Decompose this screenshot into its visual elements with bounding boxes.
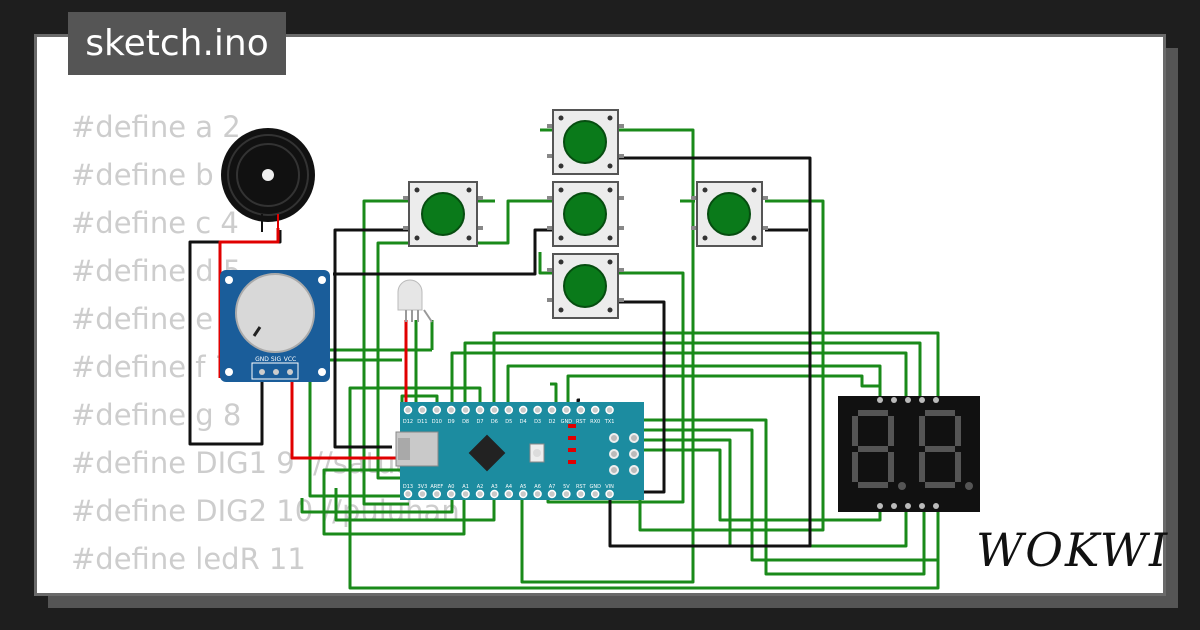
pot-pin-sig: SIG	[271, 356, 282, 363]
rgb-led-icon	[397, 279, 423, 311]
pin-hole[interactable]	[518, 405, 528, 415]
mcu-chip	[468, 434, 506, 472]
pin-label: D7	[476, 419, 483, 425]
seven-segment-display[interactable]	[838, 396, 980, 512]
rgb-led[interactable]	[397, 279, 433, 323]
pin-label: A0	[448, 484, 455, 490]
pin-label: VIN	[605, 484, 614, 490]
digit-2	[919, 410, 973, 490]
pushbutton-2[interactable]	[547, 109, 624, 175]
top-pin-row	[403, 405, 614, 415]
pin-hole[interactable]	[418, 489, 427, 499]
pin-hole[interactable]	[590, 489, 600, 499]
code-line: #define d 5	[71, 254, 242, 288]
pin-hole[interactable]	[461, 489, 470, 499]
pushbuttons	[403, 109, 768, 319]
pin-label: D11	[417, 419, 427, 425]
pin-label: D9	[448, 419, 455, 425]
pin-label: A5	[520, 484, 527, 490]
pushbutton-4[interactable]	[547, 253, 624, 319]
pin-hole[interactable]	[562, 405, 571, 415]
pin-hole[interactable]	[432, 489, 442, 499]
pin-label: RST	[576, 419, 587, 425]
pin-hole[interactable]	[533, 489, 542, 499]
potentiometer[interactable]: GND SIG VCC	[220, 270, 330, 382]
wokwi-logo: WOKWI	[976, 523, 1170, 577]
pin-hole[interactable]	[605, 405, 614, 415]
pin-label: A6	[534, 484, 541, 490]
code-line: #define g 8	[71, 398, 242, 432]
pin-hole[interactable]	[461, 405, 470, 415]
buzzer[interactable]	[221, 128, 315, 232]
pin-label: D5	[505, 419, 512, 425]
pin-hole[interactable]	[490, 405, 499, 415]
pin-label: D12	[403, 419, 413, 425]
pot-pin-vcc: VCC	[284, 356, 296, 363]
pin-label: TX1	[604, 419, 615, 425]
pushbutton-1[interactable]	[403, 181, 483, 247]
display-pins	[877, 397, 939, 509]
pin-hole[interactable]	[475, 405, 485, 415]
sketch-title: sketch.ino	[68, 12, 286, 75]
bottom-pin-row	[403, 489, 614, 499]
pin-hole[interactable]	[504, 489, 514, 499]
pin-hole[interactable]	[605, 489, 614, 499]
code-line: #define b 3	[71, 158, 242, 192]
pin-hole[interactable]	[533, 405, 542, 415]
code-line: #define a 2	[71, 110, 241, 144]
pin-hole[interactable]	[418, 405, 427, 415]
code-line: #define c 4	[71, 206, 239, 240]
pin-label: D8	[462, 419, 469, 425]
pin-label: D13	[403, 484, 413, 490]
pin-label: A2	[477, 484, 484, 490]
pin-label: A4	[505, 484, 512, 490]
pin-hole[interactable]	[446, 489, 456, 499]
pin-hole[interactable]	[576, 489, 586, 499]
pin-label: D10	[432, 419, 442, 425]
pin-label: D2	[548, 419, 555, 425]
pot-pin-gnd: GND	[255, 356, 269, 363]
pin-label: 3V3	[418, 484, 428, 490]
pin-hole[interactable]	[475, 489, 485, 499]
pin-label: A7	[549, 484, 556, 490]
pin-label: 5V	[563, 484, 570, 490]
pin-label: D4	[520, 419, 527, 425]
pin-label: D3	[534, 419, 541, 425]
pin-hole[interactable]	[590, 405, 600, 415]
black-wires	[188, 156, 812, 548]
pin-hole[interactable]	[518, 489, 528, 499]
pin-label: GND	[561, 419, 573, 425]
pin-hole[interactable]	[562, 489, 571, 499]
pin-label: A1	[462, 484, 469, 490]
pin-hole[interactable]	[446, 405, 456, 415]
pin-hole[interactable]	[403, 405, 413, 415]
pin-label: AREF	[430, 484, 443, 490]
pin-label: RX0	[590, 419, 600, 425]
pin-hole[interactable]	[403, 489, 413, 499]
digit-1	[852, 410, 906, 490]
pin-hole[interactable]	[432, 405, 442, 415]
pushbutton-3[interactable]	[547, 181, 624, 247]
arduino-nano-icon	[400, 402, 644, 500]
icsp-header	[609, 433, 639, 475]
code-line: #define ledG 12	[71, 583, 460, 593]
pushbutton-5[interactable]	[691, 181, 768, 247]
pin-label: RST	[576, 484, 587, 490]
pin-label: GND	[589, 484, 601, 490]
pin-label: A3	[491, 484, 498, 490]
code-line: #define ledR 11	[71, 542, 306, 576]
pin-hole[interactable]	[547, 489, 557, 499]
pin-hole[interactable]	[504, 405, 514, 415]
pin-hole[interactable]	[547, 405, 557, 415]
pin-hole[interactable]	[490, 489, 499, 499]
pin-label: D6	[491, 419, 498, 425]
pin-hole[interactable]	[576, 405, 586, 415]
